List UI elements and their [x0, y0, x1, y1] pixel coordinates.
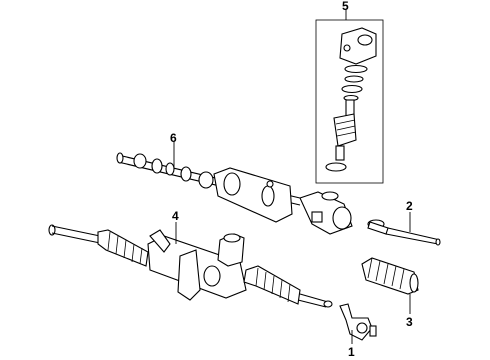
- callout-6: 6: [170, 131, 177, 145]
- callout-5: 5: [342, 0, 349, 13]
- inner-tie-rod-icon: [367, 219, 441, 246]
- tie-rod-end-icon: [339, 303, 377, 341]
- callout-2: 2: [406, 199, 413, 213]
- callout-1: 1: [348, 345, 355, 359]
- callout-3: 3: [406, 315, 413, 329]
- valve-body-assembly-icon: [315, 19, 384, 184]
- callout-4: 4: [172, 209, 179, 223]
- boot-icon: [361, 257, 419, 295]
- steering-gear-assembly-icon: [48, 224, 333, 308]
- rack-housing-icon: [116, 152, 353, 235]
